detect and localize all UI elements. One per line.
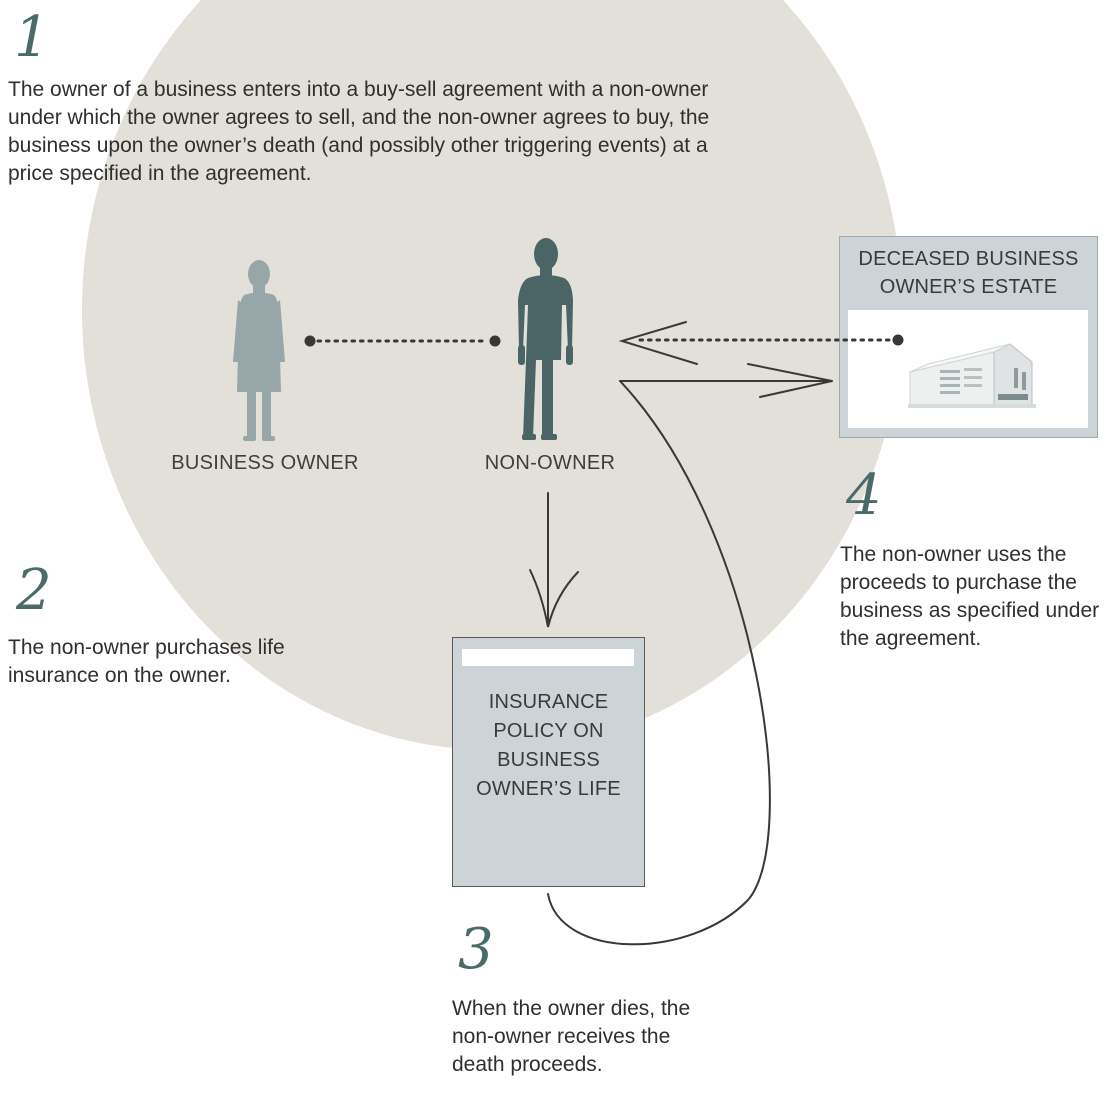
step-2-number: 2 [16,558,52,623]
business-owner-figure [233,260,285,441]
step-2-text: The non-owner purchases life insurance o… [8,636,285,687]
policy-header-bar [462,649,634,666]
step-4-text: The non-owner uses the proceeds to purch… [840,543,1100,650]
estate-dotted-line [638,334,904,346]
step-4-number: 4 [846,463,882,528]
step-3-number: 3 [458,917,494,982]
arrow-down-to-policy [529,492,579,628]
arrowhead-left [618,321,698,365]
step-1-number: 1 [14,5,50,70]
background-circle [82,0,902,750]
deceased-estate-box: DECEASED BUSINESS OWNER’S ESTATE [839,236,1098,438]
non-owner-label: NON-OWNER [484,452,616,474]
step-3-text: When the owner dies, the non-owner recei… [452,997,691,1076]
business-owner-label: BUSINESS OWNER [171,452,359,474]
estate-title: DECEASED BUSINESS OWNER’S ESTATE [858,248,1079,298]
agreement-dotted-line [304,335,501,347]
non-owner-figure [518,238,573,440]
estate-image-panel [848,310,1088,428]
proceeds-curve-arrow [547,363,833,946]
step-1-text: The owner of a business enters into a bu… [8,78,710,185]
policy-title: INSURANCE POLICY ON BUSINESS OWNER’S LIF… [476,691,621,800]
insurance-policy-box: INSURANCE POLICY ON BUSINESS OWNER’S LIF… [452,637,645,887]
building-icon [908,343,1036,408]
